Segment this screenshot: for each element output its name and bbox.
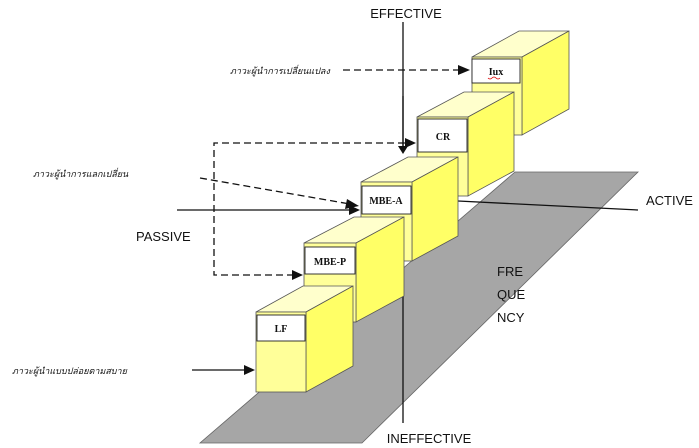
dashed-arrow-mbe-a-head xyxy=(345,199,359,209)
laissez-faire-label: ภาวะผู้นำแบบปล่อยตามสบาย xyxy=(12,366,128,377)
cube-mbe-p-label: MBE-P xyxy=(314,257,346,268)
cube-mbe-a-label-box xyxy=(361,185,412,215)
effective-label: EFFECTIVE xyxy=(370,6,442,21)
spellcheck-squiggle xyxy=(487,76,501,80)
cube-cr-label-box xyxy=(417,118,468,153)
ineffective-label: INEFFECTIVE xyxy=(387,431,472,446)
cube-lf: LF xyxy=(255,285,354,393)
cube-lux-label-box xyxy=(471,58,521,84)
dashed-bracket xyxy=(213,142,405,276)
frequency-label-3: NCY xyxy=(497,310,525,325)
cube-lf-label: LF xyxy=(275,324,288,335)
passive-arrow-head xyxy=(349,205,360,215)
transformational-label: ภาวะผู้นำการเปลี่ยนแปลง xyxy=(230,64,330,77)
cube-lux-label: Iux xyxy=(489,67,503,78)
cube-cr-label: CR xyxy=(436,132,451,143)
effective-axis-arrowhead xyxy=(398,146,408,154)
cube-mbe-p-label-box xyxy=(304,246,356,275)
passive-label: PASSIVE xyxy=(136,229,191,244)
dashed-arrow-mbe-a xyxy=(199,177,351,205)
cube-lf-label-box xyxy=(256,314,306,342)
dashed-arrow-lux-head xyxy=(458,65,470,75)
cube-mbe-a-label: MBE-A xyxy=(369,196,403,207)
active-label: ACTIVE xyxy=(646,193,693,208)
laissez-faire-arrow-head xyxy=(244,365,255,375)
active-axis-line xyxy=(457,200,639,211)
dashed-bracket-bottom-head xyxy=(292,270,303,280)
transactional-label: ภาวะผู้นำการแลกเปลี่ยน xyxy=(33,167,129,180)
dashed-bracket-top-head xyxy=(405,138,416,148)
frequency-label-1: FRE xyxy=(497,264,523,279)
frequency-label-2: QUE xyxy=(497,287,526,302)
